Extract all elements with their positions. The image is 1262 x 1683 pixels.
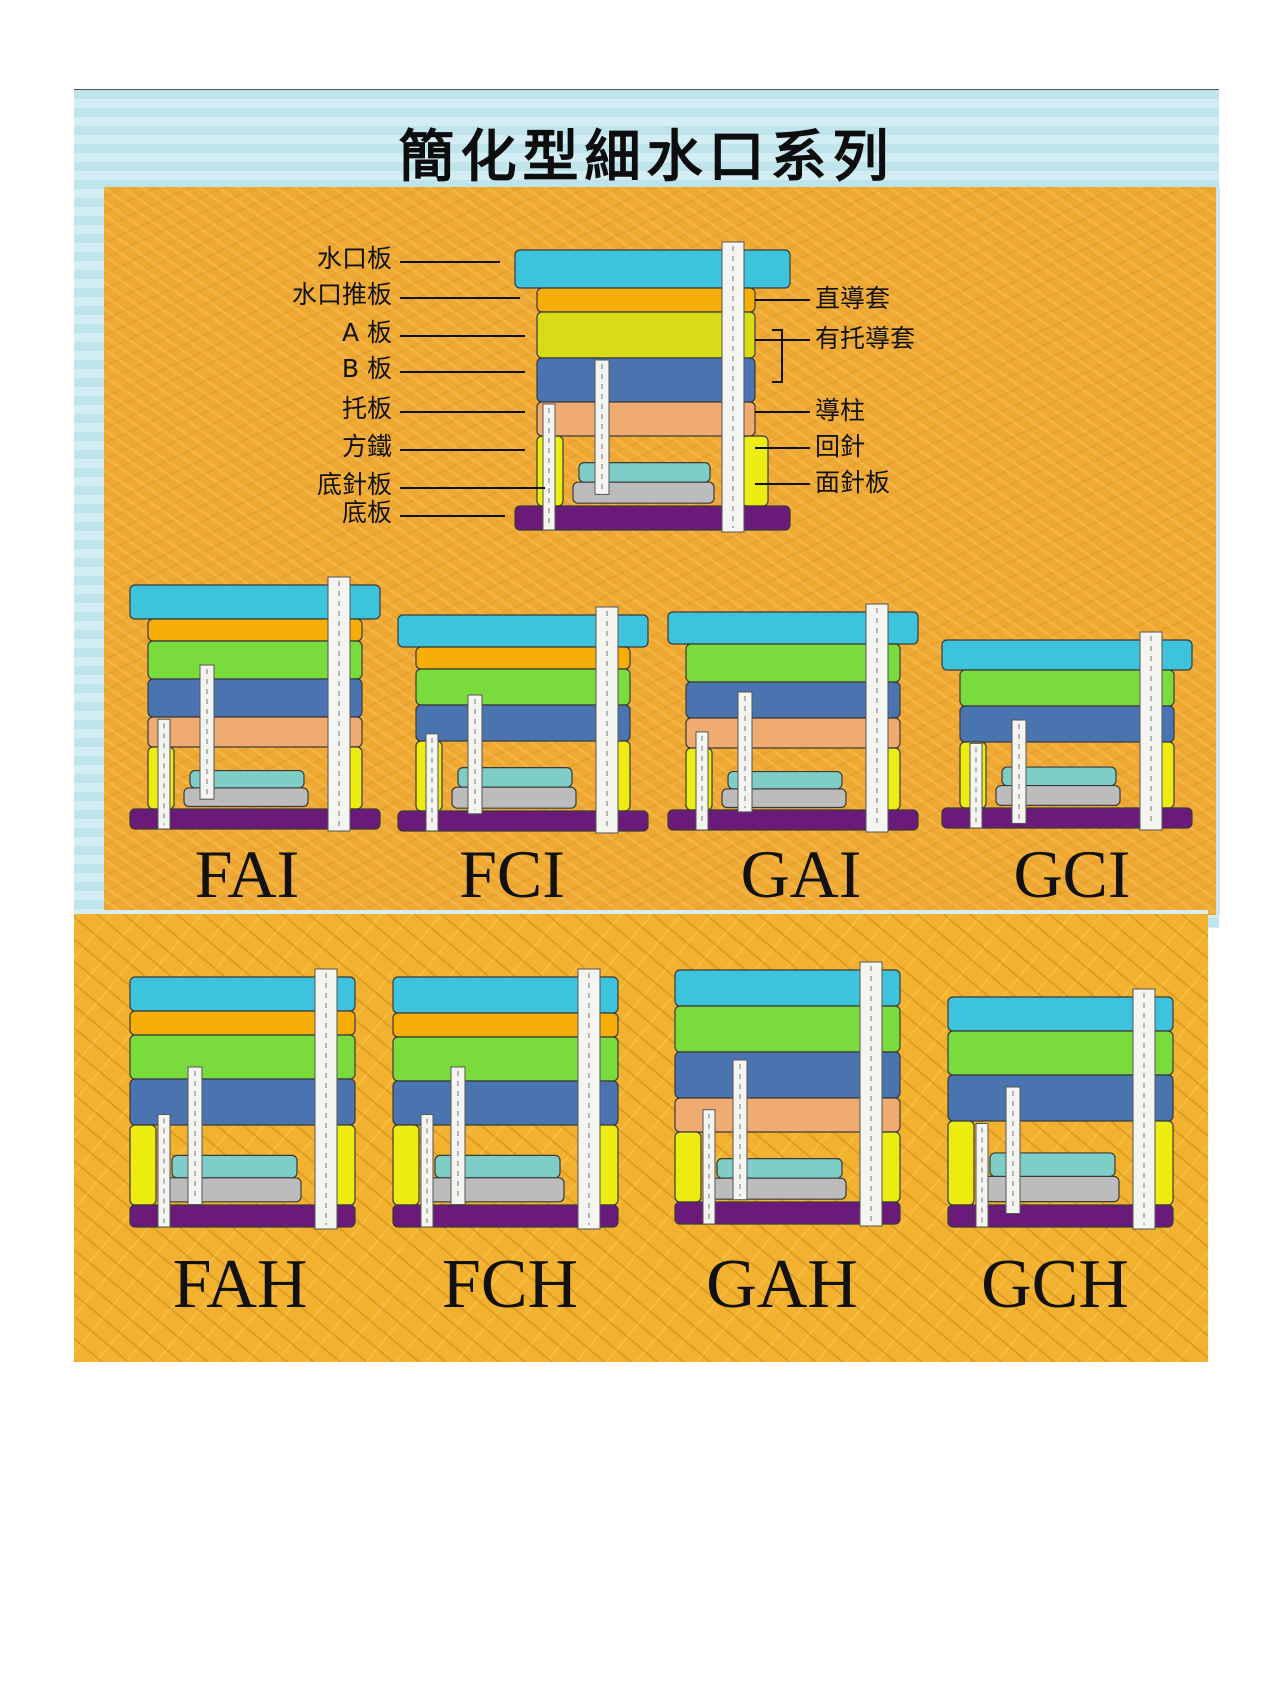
mold-gai-return-pin xyxy=(737,691,753,813)
label-b-plate: B 板 xyxy=(341,354,392,383)
mold-fch-plate-5 xyxy=(392,1204,619,1228)
mold-gci-screw xyxy=(969,742,983,829)
label-return-pin: 回針 xyxy=(815,432,866,461)
label-straight-bushing: 直導套 xyxy=(815,284,891,313)
mold-gch-plate-2 xyxy=(947,1074,1174,1122)
mold-fah-plate-5 xyxy=(129,1204,356,1228)
mold-gai-screw xyxy=(695,731,709,831)
mold-gai-plate-5 xyxy=(667,809,919,831)
mold-gch-plate-4 xyxy=(947,1204,1174,1228)
mold-gah-return-pin xyxy=(732,1059,748,1201)
label-shoulder-bushing: 有托導套 xyxy=(815,324,916,353)
mold-gch-return-pin xyxy=(1005,1086,1021,1214)
mold-gch-screw xyxy=(975,1123,989,1228)
mold-fci-plate-5 xyxy=(397,810,649,832)
main-mold-plate-6 xyxy=(514,505,791,531)
mold-gch-spacer-left xyxy=(947,1120,975,1206)
label-stripper-plate: 水口推板 xyxy=(291,280,392,309)
mold-fah-ejector-plate xyxy=(165,1177,302,1203)
caption-gch: GCH xyxy=(981,1246,1129,1323)
mold-fah-spacer-left xyxy=(129,1124,157,1206)
mold-fai-ejector-plate xyxy=(183,787,309,808)
mold-fah-plate-3 xyxy=(129,1078,356,1126)
caption-gai: GAI xyxy=(740,836,862,912)
mold-fch-spacer-left xyxy=(392,1124,420,1206)
caption-fah: FAH xyxy=(172,1246,308,1323)
mold-gah-ejector-plate xyxy=(710,1177,847,1200)
mold-gci-return-pin xyxy=(1011,719,1027,824)
mold-fch-plate-3 xyxy=(392,1080,619,1126)
label-spacer-block: 方鐵 xyxy=(341,432,392,461)
caption-gci: GCI xyxy=(1013,836,1131,912)
label-ejector-plate: 底針板 xyxy=(316,470,392,499)
label-guide-pin: 導柱 xyxy=(815,396,866,425)
main-mold-plate-0 xyxy=(514,249,791,289)
mold-gci-ejector-plate xyxy=(995,784,1121,806)
mold-fch-ejector-plate xyxy=(428,1177,565,1203)
label-support-plate: 托板 xyxy=(341,394,392,423)
caption-fch: FCH xyxy=(441,1246,579,1323)
page-title: 簡化型細水口系列 xyxy=(398,125,895,190)
mold-fai-plate-6 xyxy=(129,808,381,830)
mold-fci-guide-pin xyxy=(595,606,619,834)
mold-gch-guide-pin xyxy=(1132,988,1156,1230)
caption-fci: FCI xyxy=(459,836,565,912)
mold-gah-plate-5 xyxy=(674,1201,901,1225)
mold-gai-ejector-plate xyxy=(721,788,847,809)
main-mold-spacer-right xyxy=(741,435,769,507)
caption-gah: GAH xyxy=(706,1246,858,1323)
mold-gah-spacer-left xyxy=(674,1131,702,1203)
label-ejector-retainer: 面針板 xyxy=(815,468,891,497)
label-bottom-plate: 底板 xyxy=(341,498,392,527)
mold-fci-return-pin xyxy=(467,694,483,815)
main-mold-screw xyxy=(542,403,556,531)
label-sprue-plate: 水口板 xyxy=(316,244,392,273)
mold-gah-guide-pin xyxy=(859,961,883,1227)
mold-gah-plate-3 xyxy=(674,1097,901,1133)
mold-gci-plate-4 xyxy=(941,807,1193,829)
caption-fai: FAI xyxy=(194,836,300,912)
label-a-plate: A 板 xyxy=(341,318,392,347)
mold-fah-guide-pin xyxy=(314,968,338,1230)
main-mold-ejector-plate xyxy=(572,481,715,504)
mold-fch-guide-pin xyxy=(577,968,601,1230)
mold-gch-ejector-plate xyxy=(983,1175,1120,1203)
mold-fci-ejector-plate xyxy=(451,786,577,809)
main-mold-plate-4 xyxy=(536,401,756,437)
bracket-shoulder-bushing xyxy=(772,329,783,383)
